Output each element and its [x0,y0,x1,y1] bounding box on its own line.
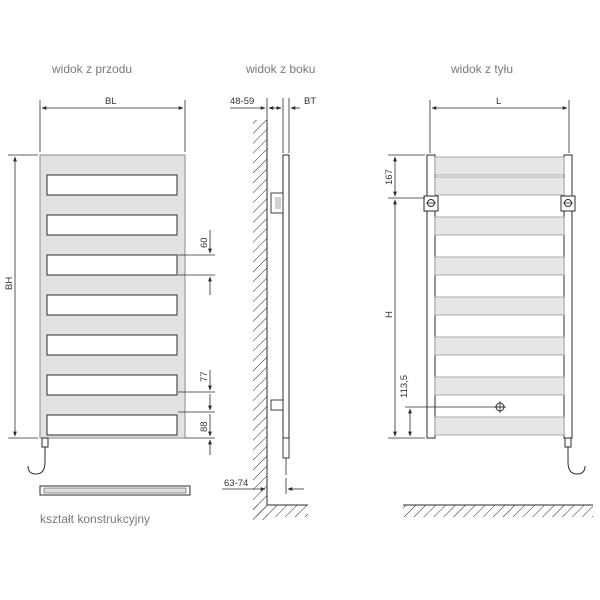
top-distance-dimension-label: 167 [384,169,395,185]
bh-dimension-label: BH [4,277,15,290]
back-bar [434,336,565,356]
back-floor [403,505,593,517]
side-view-title: widok z boku [245,62,315,76]
depth-dimension-label: BT [304,96,316,107]
back-left-bracket-icon [423,195,439,212]
front-slot [46,174,178,196]
back-bar [434,176,565,196]
bar-spacing-dimension-label: 77 [199,371,210,382]
back-right-bracket-icon [560,195,576,212]
front-valve-hook-icon [27,437,49,475]
back-view: L 167 H 113,5 [384,96,593,517]
side-wall [253,120,267,520]
front-slot [46,254,178,276]
back-bars [434,156,565,436]
connection-height-dimension-label: 113,5 [399,375,410,398]
front-slot [46,374,178,396]
front-slot [46,214,178,236]
l-dimension-label: L [496,96,501,107]
bottom-distance-dimension-label: 63-74 [224,478,248,489]
gap-dimension-label: 60 [199,237,210,248]
section-profile [39,485,191,496]
front-view: BL BH 60 77 88 [4,96,215,496]
back-view-title: widok z tyłu [450,62,513,76]
back-bar [434,416,565,436]
front-slot [46,294,178,316]
back-bar [434,256,565,276]
back-bar [434,216,565,236]
back-left-tube [426,154,436,439]
bl-dimension-label: BL [105,96,117,107]
side-floor [253,505,308,517]
section-shape-title: kształt konstrukcyjny [40,512,150,526]
back-valve-hook-icon [564,437,586,475]
wall-distance-dimension-label: 48-59 [230,96,254,107]
bottom-offset-dimension-label: 88 [199,421,210,432]
front-slot [46,334,178,356]
back-bar [434,156,565,176]
side-radiator-body [282,154,290,439]
front-slots [46,174,178,436]
back-bar [434,376,565,396]
side-view: 48-59 BT 63-74 [222,96,316,520]
h-dimension-label: H [384,311,395,318]
back-bar [434,296,565,316]
front-view-title: widok z przodu [51,62,132,76]
front-slot [46,414,178,436]
